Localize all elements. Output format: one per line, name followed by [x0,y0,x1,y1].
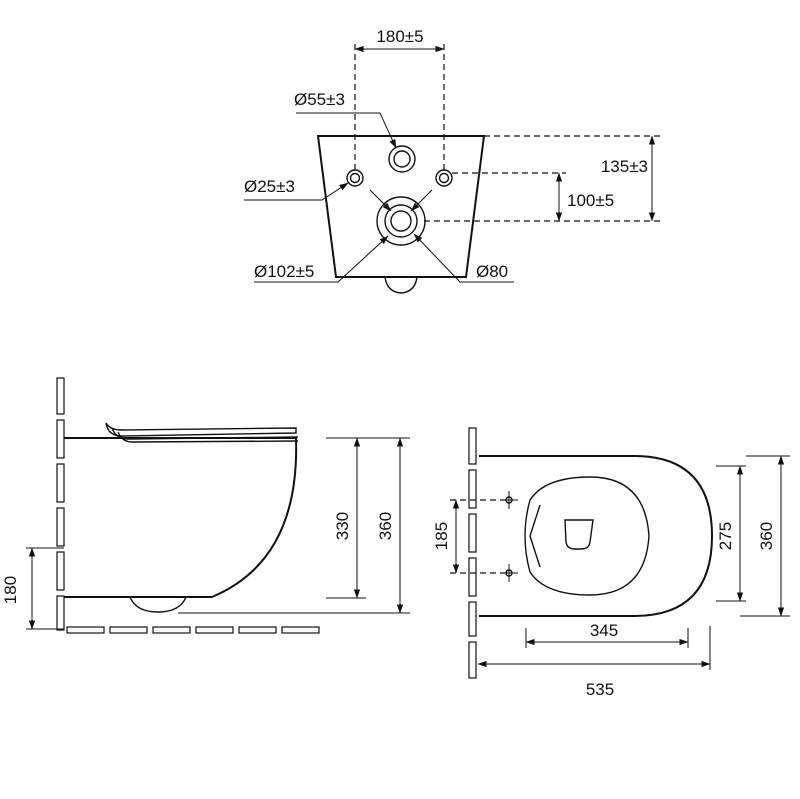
seat-lid [105,422,297,437]
dim-plan-bolt-spacing-label: 185 [432,522,451,550]
leader-inlet [296,112,397,149]
side-view: 330 360 180 [1,377,410,634]
plan-view: 185 275 360 345 535 [432,427,790,699]
dim-outlet-outer-diameter-label: Ø102±5 [254,262,314,281]
dim-seat-width-label: 275 [716,522,735,550]
dim-bolt-hole-diameter-label: Ø25±3 [244,177,295,196]
dim-bowl-height-label: 330 [333,512,352,540]
bolt-hole-right [435,169,453,187]
bolt-hole-left-inner [349,172,361,184]
rear-view-body-outline [316,135,486,278]
outlet-inner [390,210,412,232]
dim-plan-total-width-label: 360 [757,522,776,550]
leader-outlet-inner [413,233,514,283]
dim-inlet-diameter-label: Ø55±3 [294,90,345,109]
inlet-hole [388,145,416,173]
dim-outlet-inner-diameter-label: Ø80 [476,262,508,281]
bowl-body [64,437,298,598]
top-view: 180±5 Ø55±3 Ø25±3 Ø102±5 Ø80 135±3 100±5 [244,27,660,294]
dim-outlet-height-label: 100±5 [567,191,614,210]
bolt-hole-right-inner [438,172,450,184]
dim-bolt-height-label: 135±3 [601,157,648,176]
dim-bowl-length-label: 345 [590,621,618,640]
outlet-mid [384,204,418,238]
bowl-outlet-spigot [129,596,187,613]
plan-water-outlet [564,519,594,550]
dim-side-outlet-height-label: 180 [1,576,20,604]
plan-seat-inner [524,476,650,596]
inlet-hole-inner [393,150,411,168]
rear-view-outlet-spigot [384,276,418,294]
leader-outlet-outer [254,235,389,283]
dim-total-length-label: 535 [586,680,614,699]
dim-total-height-label: 360 [376,512,395,540]
plan-bowl-outline [479,455,714,617]
bolt-hole-left [346,169,364,187]
dim-bolt-spacing-label: 180±5 [376,27,423,46]
leader-bolt-hole [244,182,349,201]
